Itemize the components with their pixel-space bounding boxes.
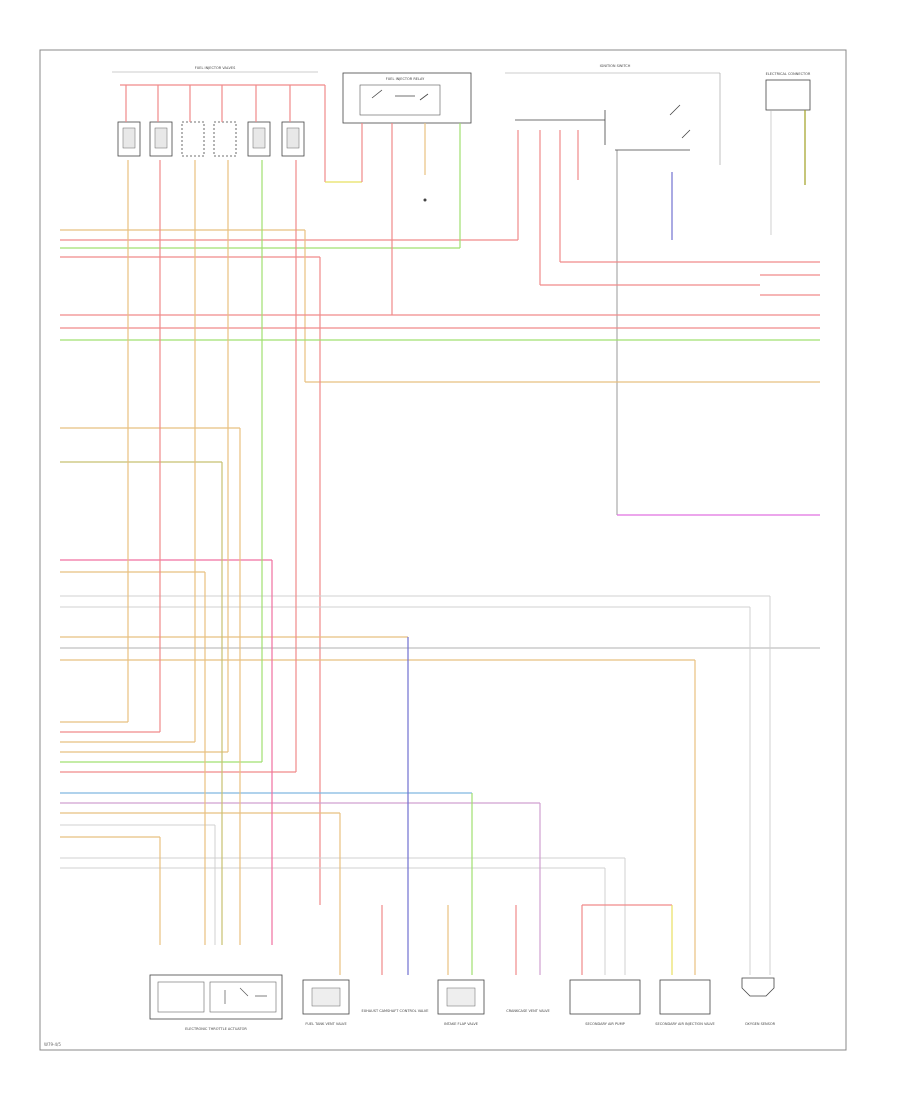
- fuel-tank-vent-valve: FUEL TANK VENT VALVE: [302, 979, 350, 1026]
- secondary-air-pump-label: SECONDARY AIR PUMP: [585, 1022, 625, 1026]
- fuel-injector-relay-label: FUEL INJECTOR RELAY: [386, 77, 425, 81]
- fuel-injector-valves-label: FUEL INJECTOR VALVES: [195, 66, 236, 70]
- intake-flap-valve: INTAKE FLAP VALVE: [437, 979, 485, 1026]
- injector-4: [213, 121, 237, 157]
- crankcase-vent-valve: CRANKCASE VENT VALVE: [506, 1009, 549, 1013]
- injector-1: [117, 121, 141, 157]
- electrical-connector: ELECTRICAL CONNECTOR: [765, 72, 811, 235]
- secondary-air-injection-valve-label: SECONDARY AIR INJECTION VALVE: [655, 1022, 714, 1026]
- secondary-air-pump: SECONDARY AIR PUMP: [569, 979, 641, 1026]
- oxygen-sensor-label: OXYGEN SENSOR: [745, 1022, 776, 1026]
- injector-2: [149, 121, 173, 157]
- fuel-injector-relay: FUEL INJECTOR RELAY: [342, 72, 472, 202]
- exhaust-camshaft-control-valve: EXHAUST CAMSHAFT CONTROL VALVE: [362, 1009, 429, 1013]
- secondary-air-injection-valve: SECONDARY AIR INJECTION VALVE: [655, 979, 715, 1026]
- electrical-connector-label: ELECTRICAL CONNECTOR: [766, 72, 811, 76]
- vertical-drops: [127, 160, 771, 975]
- diagram-frame: [39, 49, 847, 1051]
- electronic-throttle-actuator-label: ELECTRONIC THROTTLE ACTUATOR: [185, 1027, 247, 1031]
- injector-3: [181, 121, 205, 157]
- fuel-injector-valves-group: FUEL INJECTOR VALVES: [112, 66, 362, 183]
- electronic-throttle-actuator: ELECTRONIC THROTTLE ACTUATOR: [149, 974, 283, 1031]
- exhaust-camshaft-control-valve-label: EXHAUST CAMSHAFT CONTROL VALVE: [362, 1009, 429, 1013]
- ignition-switch-label: IGNITION SWITCH: [600, 64, 631, 68]
- fuel-tank-vent-valve-label: FUEL TANK VENT VALVE: [305, 1022, 346, 1026]
- oxygen-sensor: OXYGEN SENSOR: [741, 977, 776, 1026]
- injector-6: [281, 121, 305, 157]
- injector-5: [247, 121, 271, 157]
- crankcase-vent-valve-label: CRANKCASE VENT VALVE: [506, 1009, 549, 1013]
- intake-flap-valve-label: INTAKE FLAP VALVE: [444, 1022, 478, 1026]
- ignition-switch: IGNITION SWITCH: [505, 64, 820, 516]
- bus-wires: [60, 160, 820, 905]
- page-reference: W79-4/5: [44, 1042, 61, 1047]
